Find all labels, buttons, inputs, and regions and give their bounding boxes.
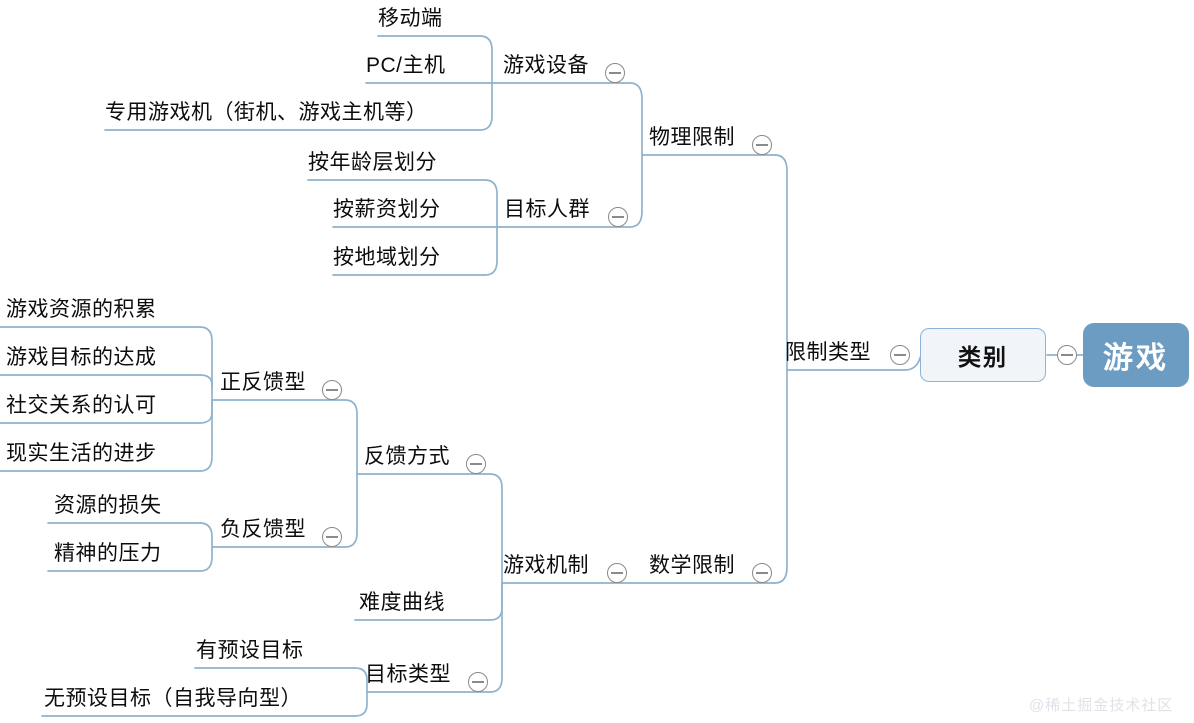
node-by-region[interactable]: 按地域划分 (333, 247, 441, 268)
node-label: 难度曲线 (359, 591, 445, 614)
root-label: 游戏 (1103, 342, 1169, 375)
node-label: 目标人群 (504, 198, 590, 221)
watermark: @稀土掘金技术社区 (1029, 697, 1174, 714)
node-no-preset-goal[interactable]: 无预设目标（自我导向型） (44, 688, 302, 709)
node-real-life-progress[interactable]: 现实生活的进步 (6, 443, 157, 464)
collapse-toggle-positive-feedback[interactable] (322, 380, 342, 400)
collapse-toggle-math-limit[interactable] (752, 563, 772, 583)
node-label: 游戏机制 (503, 554, 589, 577)
node-label: 类别 (958, 344, 1008, 370)
node-label: 专用游戏机（街机、游戏主机等） (105, 101, 428, 124)
collapse-toggle-category[interactable] (1057, 345, 1077, 365)
node-label: 物理限制 (649, 126, 735, 149)
node-label: 有预设目标 (196, 639, 304, 662)
node-by-salary[interactable]: 按薪资划分 (333, 199, 441, 220)
node-label: 反馈方式 (364, 445, 450, 468)
collapse-toggle-game-device[interactable] (605, 63, 625, 83)
node-target-audience[interactable]: 目标人群 (504, 199, 590, 220)
node-label: 按薪资划分 (333, 198, 441, 221)
collapse-toggle-feedback-mode[interactable] (466, 454, 486, 474)
node-category[interactable]: 类别 (920, 328, 1046, 382)
node-label: 目标类型 (365, 663, 451, 686)
collapse-toggle-game-mechanism[interactable] (607, 563, 627, 583)
collapse-toggle-physical-limit[interactable] (752, 135, 772, 155)
node-label: 精神的压力 (54, 542, 162, 565)
node-goal-achievement[interactable]: 游戏目标的达成 (6, 347, 157, 368)
node-label: 按年龄层划分 (308, 151, 437, 174)
node-feedback-mode[interactable]: 反馈方式 (364, 446, 450, 467)
node-math-limit[interactable]: 数学限制 (649, 555, 735, 576)
node-mental-pressure[interactable]: 精神的压力 (54, 543, 162, 564)
node-goal-type[interactable]: 目标类型 (365, 664, 451, 685)
node-restriction-type[interactable]: 限制类型 (785, 342, 871, 363)
node-label: 按地域划分 (333, 246, 441, 269)
node-label: 资源的损失 (54, 494, 162, 517)
node-negative-feedback[interactable]: 负反馈型 (220, 519, 306, 540)
collapse-toggle-restriction-type[interactable] (890, 345, 910, 365)
node-label: 负反馈型 (220, 518, 306, 541)
node-label: 社交关系的认可 (6, 394, 157, 417)
collapse-toggle-negative-feedback[interactable] (322, 527, 342, 547)
node-game-device[interactable]: 游戏设备 (503, 55, 589, 76)
node-label: 游戏设备 (503, 54, 589, 77)
node-label: 移动端 (378, 7, 443, 30)
node-resource-accumulation[interactable]: 游戏资源的积累 (6, 299, 157, 320)
node-label: PC/主机 (366, 54, 446, 77)
node-label: 游戏资源的积累 (6, 298, 157, 321)
node-positive-feedback[interactable]: 正反馈型 (220, 372, 306, 393)
collapse-toggle-goal-type[interactable] (468, 672, 488, 692)
node-mobile[interactable]: 移动端 (378, 8, 443, 29)
node-label: 正反馈型 (220, 371, 306, 394)
node-root-game[interactable]: 游戏 (1083, 323, 1189, 387)
node-resource-loss[interactable]: 资源的损失 (54, 495, 162, 516)
node-label: 限制类型 (785, 341, 871, 364)
node-difficulty-curve[interactable]: 难度曲线 (359, 592, 445, 613)
node-label: 现实生活的进步 (6, 442, 157, 465)
node-preset-goal[interactable]: 有预设目标 (196, 640, 304, 661)
node-by-age[interactable]: 按年龄层划分 (308, 152, 437, 173)
node-label: 游戏目标的达成 (6, 346, 157, 369)
node-pc-console[interactable]: PC/主机 (366, 55, 446, 76)
node-game-mechanism[interactable]: 游戏机制 (503, 555, 589, 576)
node-dedicated-console[interactable]: 专用游戏机（街机、游戏主机等） (105, 102, 428, 123)
collapse-toggle-target-audience[interactable] (608, 207, 628, 227)
node-label: 数学限制 (649, 554, 735, 577)
node-label: 无预设目标（自我导向型） (44, 687, 302, 710)
node-physical-limit[interactable]: 物理限制 (649, 127, 735, 148)
node-social-approval[interactable]: 社交关系的认可 (6, 395, 157, 416)
